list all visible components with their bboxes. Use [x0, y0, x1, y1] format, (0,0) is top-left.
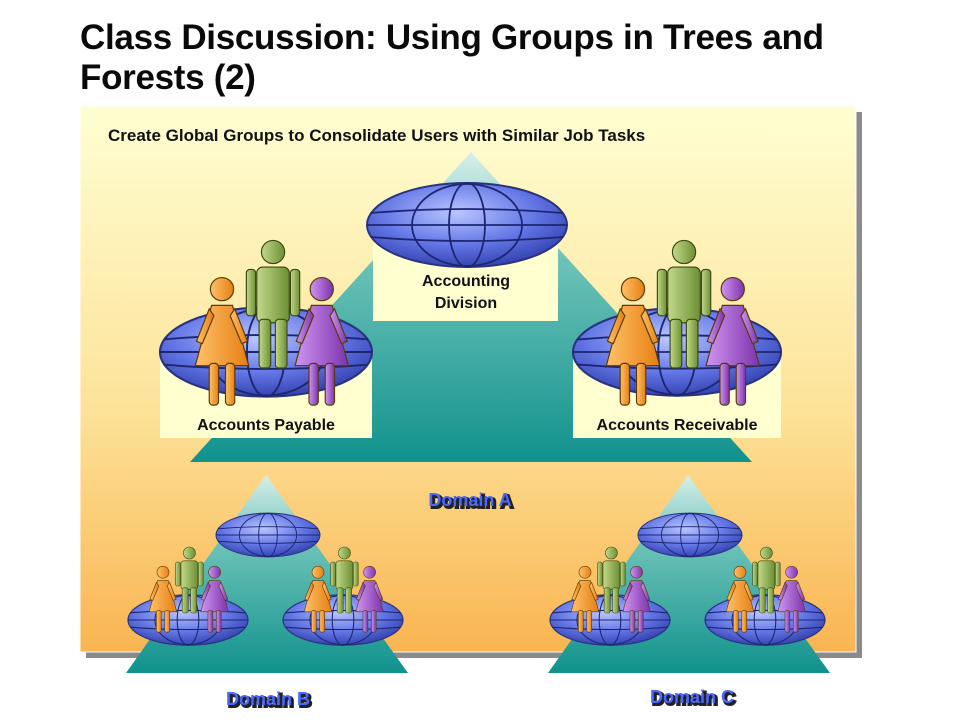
domain-a-label: Domain A — [428, 490, 511, 510]
domain-a-tree: Accounting Division Accounts Payable Acc… — [158, 152, 783, 462]
domain-b-label: Domain B — [226, 689, 310, 709]
page-title: Class Discussion: Using Groups in Trees … — [80, 18, 824, 97]
domain-c-label-shadow: Domain C — [652, 689, 736, 709]
accounts-receivable-label: Accounts Receivable — [597, 417, 758, 434]
accounts-payable-label: Accounts Payable — [197, 417, 335, 434]
accounting-division-label-line2: Division — [435, 295, 497, 312]
domain-c-label: Domain C — [650, 687, 734, 707]
accounting-division-label-line1: Accounting — [422, 273, 510, 290]
domain-b-label-shadow: Domain B — [228, 691, 312, 711]
accounting-division-globe — [366, 182, 568, 268]
domain-a-label-shadow: Domain A — [430, 492, 513, 512]
panel-heading: Create Global Groups to Consolidate User… — [108, 126, 645, 145]
